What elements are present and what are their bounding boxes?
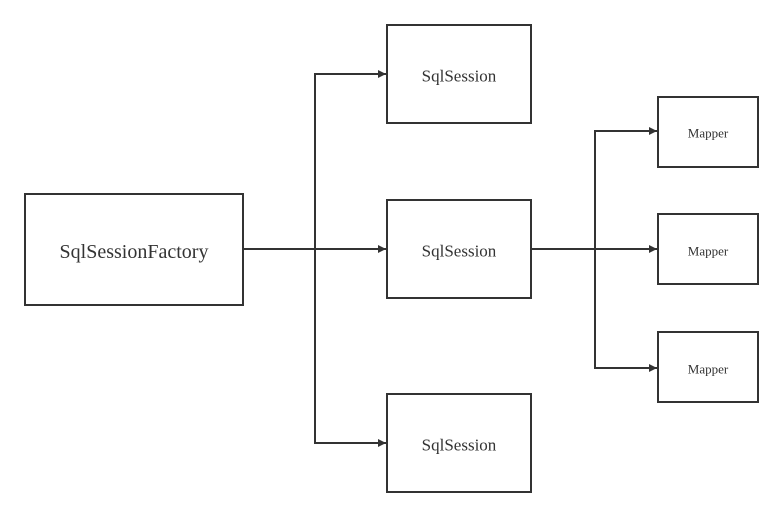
- edge-factory-to-session-bottom: [244, 248, 386, 447]
- node-mapper-mid-label: Mapper: [688, 244, 729, 259]
- edge-factory-to-session-top: [244, 70, 386, 250]
- node-sqlsession-mid: SqlSession: [386, 199, 532, 299]
- node-sqlsessionfactory: SqlSessionFactory: [24, 193, 244, 306]
- node-sqlsession-mid-label: SqlSession: [422, 242, 497, 261]
- node-mapper-bottom: Mapper: [657, 331, 759, 403]
- node-sqlsession-top-label: SqlSession: [422, 67, 497, 86]
- node-mapper-top: Mapper: [657, 96, 759, 168]
- node-sqlsession-bottom: SqlSession: [386, 393, 532, 493]
- node-mapper-bottom-label: Mapper: [688, 362, 729, 377]
- node-mapper-top-label: Mapper: [688, 126, 729, 141]
- edge-session-to-mapper-top: [531, 127, 657, 250]
- node-sqlsession-top: SqlSession: [386, 24, 532, 124]
- node-mapper-mid: Mapper: [657, 213, 759, 285]
- edge-session-to-mapper-bottom: [531, 248, 657, 372]
- node-sqlsession-bottom-label: SqlSession: [422, 436, 497, 455]
- node-sqlsessionfactory-label: SqlSessionFactory: [60, 241, 209, 263]
